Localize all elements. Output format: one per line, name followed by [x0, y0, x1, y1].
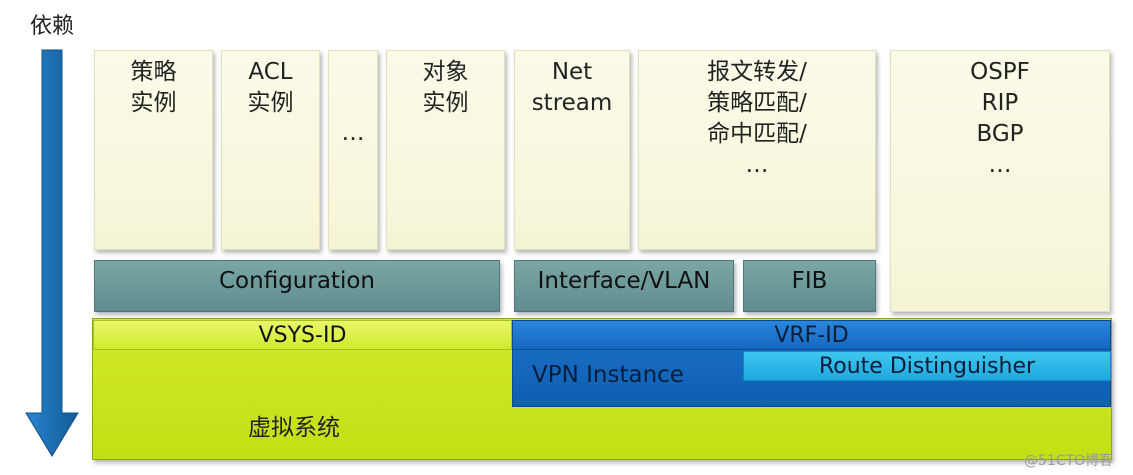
more-instances-box: …: [328, 50, 378, 250]
vrf-id-bar: VRF-ID: [512, 320, 1111, 350]
acl-instance-line-1: ACL: [248, 59, 293, 85]
routing-line-bgp: BGP: [976, 121, 1024, 147]
vpn-instance-label: VPN Instance: [532, 362, 684, 388]
acl-instance-line-2: 实例: [247, 90, 294, 116]
forwarding-line-2: 策略匹配/: [707, 90, 807, 116]
forwarding-box: 报文转发/ 策略匹配/ 命中匹配/ …: [638, 50, 876, 250]
configuration-bar: Configuration: [94, 260, 500, 312]
vsys-id-bar: VSYS-ID: [93, 320, 512, 350]
watermark: @51CTO博客: [1024, 453, 1114, 469]
forwarding-line-1: 报文转发/: [707, 59, 807, 85]
routing-protocols-box: OSPF RIP BGP …: [890, 50, 1110, 312]
netstream-line-1: Net: [551, 59, 593, 85]
object-instance-line-1: 对象: [422, 59, 469, 85]
dependency-label: 依赖: [30, 14, 75, 39]
more-instances-ellipsis: …: [341, 120, 365, 146]
forwarding-line-4: …: [745, 152, 769, 178]
interface-vlan-bar: Interface/VLAN: [514, 260, 734, 312]
forwarding-line-3: 命中匹配/: [707, 121, 807, 147]
routing-line-ellipsis: …: [988, 152, 1012, 178]
fib-bar: FIB: [743, 260, 876, 312]
object-instance-line-2: 实例: [422, 90, 469, 116]
route-distinguisher-bar: Route Distinguisher: [743, 351, 1111, 381]
acl-instance-box: ACL 实例: [221, 50, 320, 250]
object-instance-box: 对象 实例: [386, 50, 505, 250]
netstream-box: Net stream: [514, 50, 630, 250]
policy-instance-box: 策略 实例: [94, 50, 213, 250]
virtual-system-label: 虚拟系统: [248, 415, 340, 441]
policy-instance-line-1: 策略: [130, 59, 177, 85]
policy-instance-line-2: 实例: [130, 90, 177, 116]
routing-line-ospf: OSPF: [970, 59, 1030, 85]
dependency-arrow-icon: [25, 49, 79, 457]
routing-line-rip: RIP: [981, 90, 1019, 116]
netstream-line-2: stream: [531, 90, 613, 116]
